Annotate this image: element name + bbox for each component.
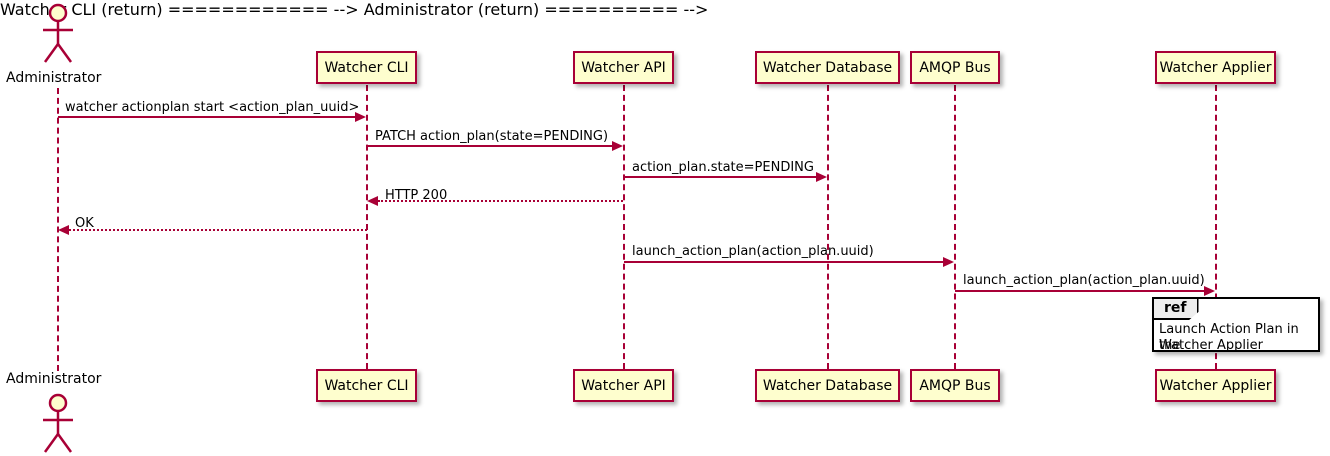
message-line-6	[624, 261, 943, 263]
message-line-7	[955, 290, 1204, 292]
lifeline-watcher-applier	[1215, 85, 1217, 369]
message-label-6: launch_action_plan(action_plan.uuid)	[632, 244, 874, 259]
actor-administrator-bottom-icon	[43, 393, 73, 453]
lifeline-watcher-database	[827, 85, 829, 369]
message-line-2	[367, 145, 612, 147]
message-arrowhead-5	[58, 225, 69, 235]
actor-administrator-top-icon	[43, 3, 73, 63]
participant-watcher-api-bottom[interactable]: Watcher API	[573, 369, 674, 402]
message-label-1: watcher actionplan start <action_plan_uu…	[65, 100, 360, 115]
message-label-5: OK	[75, 216, 94, 231]
message-arrowhead-1	[355, 112, 366, 122]
message-label-4: HTTP 200	[385, 188, 448, 203]
message-line-5	[69, 229, 367, 231]
message-label-3: action_plan.state=PENDING	[632, 160, 814, 175]
message-arrowhead-6	[943, 257, 954, 267]
message-arrowhead-7	[1204, 286, 1215, 296]
participant-watcher-api-top[interactable]: Watcher API	[573, 51, 674, 84]
ref-fragment-line-1: Launch Action Plan in the	[1159, 322, 1299, 354]
participant-watcher-database-top[interactable]: Watcher Database	[755, 51, 900, 84]
message-line-3	[624, 176, 816, 178]
ref-fragment-box: ref Launch Action Plan in the Watcher Ap…	[1152, 297, 1320, 354]
actor-administrator-top-label: Administrator	[6, 70, 102, 86]
participant-watcher-applier-top[interactable]: Watcher Applier	[1155, 51, 1276, 84]
participant-watcher-cli-bottom[interactable]: Watcher CLI	[316, 369, 417, 402]
message-line-1	[58, 116, 355, 118]
message-label-7: launch_action_plan(action_plan.uuid)	[963, 273, 1205, 288]
message-arrowhead-3	[816, 172, 827, 182]
lifeline-watcher-api	[623, 85, 625, 369]
ref-fragment-keyword: ref	[1154, 299, 1199, 321]
participant-watcher-applier-bottom[interactable]: Watcher Applier	[1155, 369, 1276, 402]
message-arrowhead-4	[367, 196, 378, 206]
message-arrowhead-2	[612, 141, 623, 151]
message-line-4	[378, 200, 623, 202]
message-label-2: PATCH action_plan(state=PENDING)	[375, 129, 609, 144]
lifeline-watcher-cli	[366, 85, 368, 369]
participant-amqp-bus-top[interactable]: AMQP Bus	[910, 51, 1000, 84]
actor-administrator-bottom-label: Administrator	[6, 371, 102, 387]
lifeline-amqp-bus	[954, 85, 956, 369]
participant-watcher-database-bottom[interactable]: Watcher Database	[755, 369, 900, 402]
ref-fragment-line-2: Watcher Applier	[1159, 338, 1263, 353]
participant-watcher-cli-top[interactable]: Watcher CLI	[316, 51, 417, 84]
participant-amqp-bus-bottom[interactable]: AMQP Bus	[910, 369, 1000, 402]
